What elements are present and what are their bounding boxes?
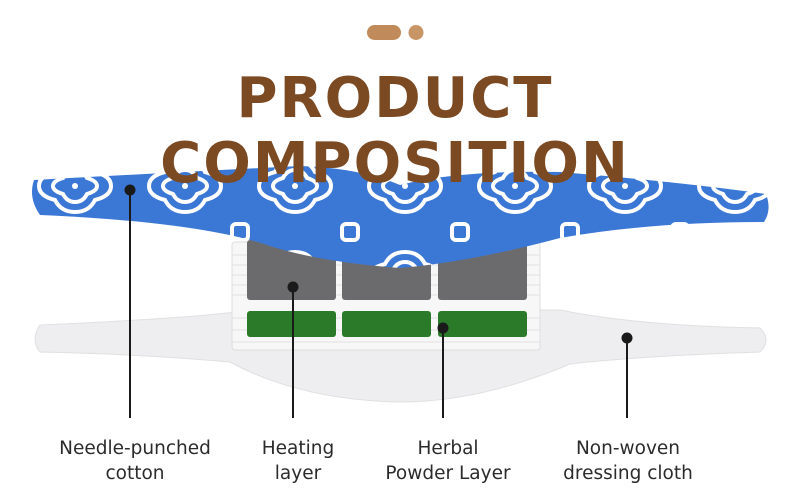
label-needle-punched-cotton: Needle-punched cotton bbox=[25, 436, 245, 486]
label-non-woven-cloth: Non-woven dressing cloth bbox=[518, 436, 738, 486]
label-line: Needle-punched bbox=[59, 438, 211, 459]
needle-punched-cotton bbox=[32, 166, 769, 268]
label-heating-layer: Heating layer bbox=[188, 436, 408, 486]
label-herbal-powder-layer: Herbal Powder Layer bbox=[338, 436, 558, 486]
label-line: Non-woven bbox=[575, 438, 681, 459]
accent-dot bbox=[408, 25, 424, 40]
herbal-powder-layer bbox=[247, 311, 527, 337]
label-line: Heating bbox=[261, 438, 335, 459]
label-line: dressing cloth bbox=[563, 463, 693, 484]
label-line: layer bbox=[274, 463, 322, 484]
label-line: cotton bbox=[105, 463, 165, 484]
label-line: Herbal bbox=[417, 438, 479, 459]
label-line: Powder Layer bbox=[385, 463, 511, 484]
accent-pill bbox=[367, 25, 401, 40]
page-title: PRODUCT COMPOSITION bbox=[160, 66, 630, 196]
non-woven-cloth bbox=[34, 309, 767, 403]
